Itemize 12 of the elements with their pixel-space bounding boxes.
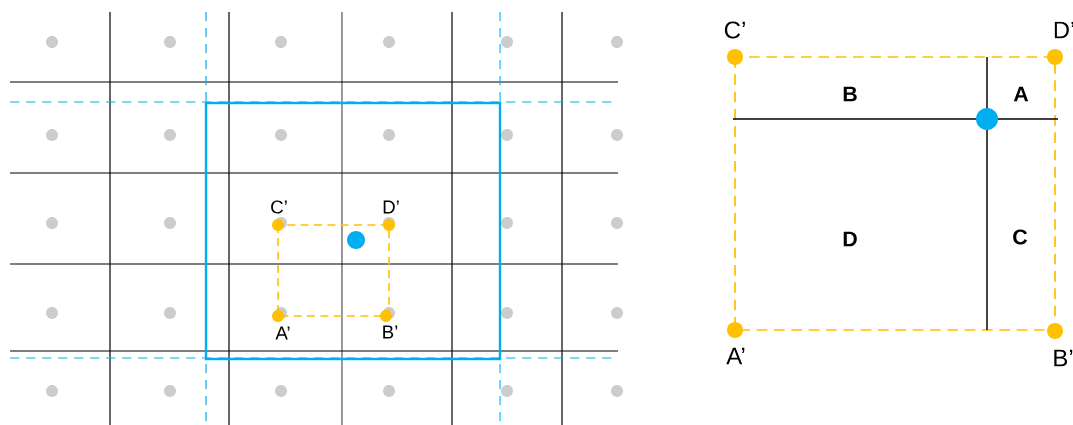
area-label: B — [843, 86, 857, 102]
point-label: D’ — [1054, 21, 1073, 39]
point-label: B’ — [1054, 349, 1073, 367]
area-label: A — [1013, 86, 1029, 102]
point-label: B’ — [383, 325, 398, 339]
point-label: C’ — [724, 21, 745, 39]
point-label: D’ — [383, 200, 399, 214]
point-label: A’ — [726, 347, 745, 365]
area-label: C — [1013, 229, 1028, 245]
area-label: D — [843, 231, 857, 247]
point-label: A’ — [275, 326, 290, 340]
point-label: C’ — [271, 200, 287, 214]
